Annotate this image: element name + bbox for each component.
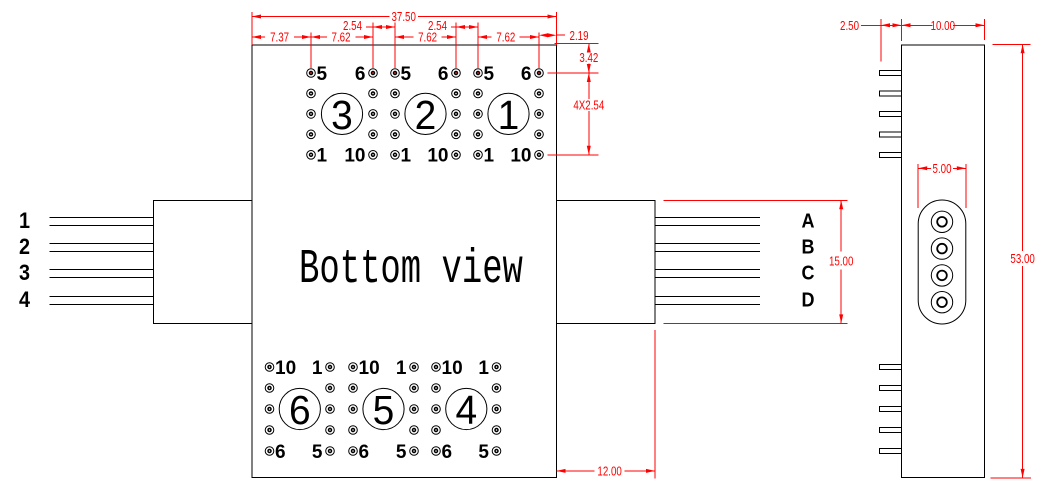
svg-text:6: 6 [275,442,286,463]
svg-text:2.50: 2.50 [840,20,859,34]
svg-text:2: 2 [19,235,30,259]
svg-text:6: 6 [289,388,311,433]
svg-text:3.42: 3.42 [579,52,598,66]
svg-text:7.62: 7.62 [332,32,351,46]
svg-text:15.00: 15.00 [829,255,853,269]
svg-text:5: 5 [396,442,407,463]
svg-text:B: B [802,237,815,259]
svg-text:D: D [802,290,815,312]
svg-text:10: 10 [427,146,448,167]
svg-text:3: 3 [19,261,30,285]
svg-text:10.00: 10.00 [931,20,955,34]
svg-text:2.54: 2.54 [428,20,447,34]
svg-text:1: 1 [317,146,328,167]
svg-text:3: 3 [331,93,353,138]
svg-text:7.62: 7.62 [496,32,515,46]
svg-text:6: 6 [521,64,532,85]
svg-text:10: 10 [442,358,463,379]
svg-text:1: 1 [484,146,495,167]
svg-text:10: 10 [344,146,365,167]
svg-text:1: 1 [312,358,323,379]
svg-text:5.00: 5.00 [933,163,952,177]
svg-text:10: 10 [359,358,380,379]
svg-text:5: 5 [478,442,489,463]
svg-text:1: 1 [401,146,412,167]
svg-text:10: 10 [275,358,296,379]
svg-text:4: 4 [19,288,30,312]
svg-text:4X2.54: 4X2.54 [573,100,604,114]
svg-text:1: 1 [19,209,30,233]
svg-text:4: 4 [455,388,477,433]
svg-text:2: 2 [415,93,437,138]
svg-text:6: 6 [442,442,453,463]
svg-text:7.62: 7.62 [418,32,437,46]
svg-text:5: 5 [317,64,328,85]
svg-text:53.00: 53.00 [1010,253,1034,267]
svg-text:5: 5 [373,388,395,433]
svg-text:2.19: 2.19 [570,30,589,44]
svg-text:6: 6 [355,64,366,85]
svg-text:1: 1 [498,93,520,138]
svg-text:12.00: 12.00 [597,465,621,479]
svg-text:6: 6 [359,442,370,463]
svg-text:1: 1 [396,358,407,379]
svg-text:37.50: 37.50 [392,11,416,25]
svg-text:1: 1 [478,358,489,379]
svg-text:A: A [802,211,815,233]
svg-text:10: 10 [510,146,531,167]
svg-text:5: 5 [312,442,323,463]
svg-text:5: 5 [484,64,495,85]
svg-text:Bottom view: Bottom view [299,243,523,297]
svg-text:5: 5 [401,64,412,85]
svg-text:2.54: 2.54 [343,20,362,34]
svg-text:6: 6 [438,64,449,85]
svg-text:C: C [802,263,815,285]
svg-text:7.37: 7.37 [270,32,289,46]
